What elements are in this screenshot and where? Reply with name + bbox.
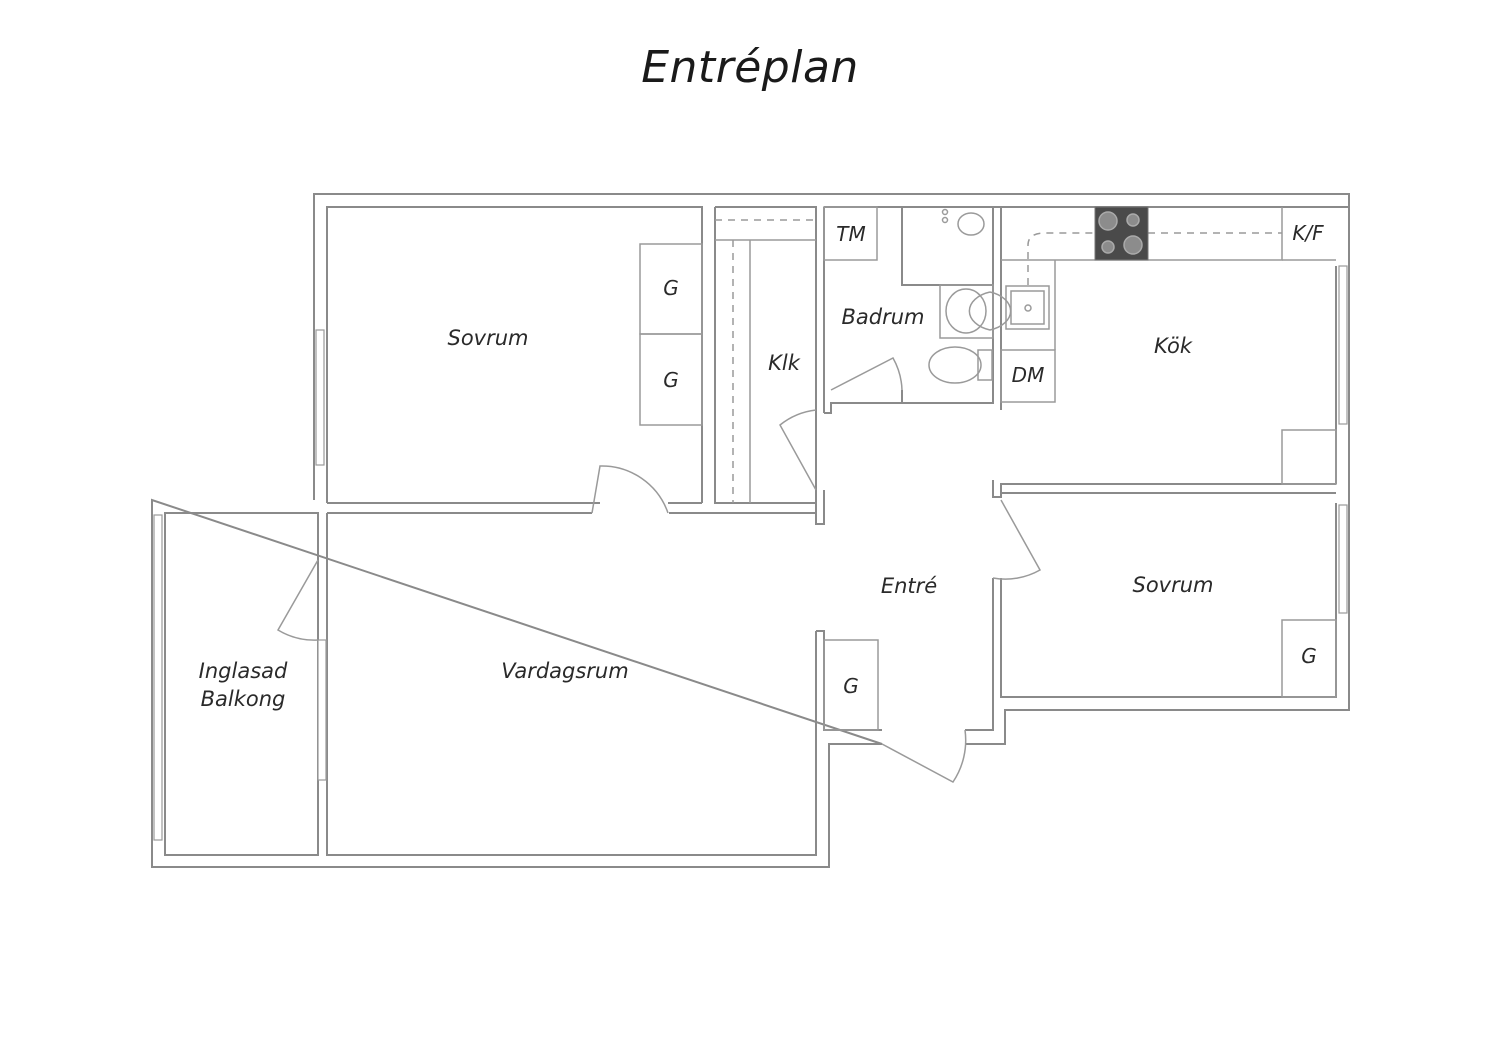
label-badrum: Badrum [841, 305, 924, 329]
label-wardrobe: G [663, 276, 679, 300]
interior-walls [327, 206, 1349, 731]
label-klk: Klk [768, 351, 801, 375]
plan-title: Entréplan [641, 42, 859, 93]
stove [1094, 206, 1149, 261]
label-kok: Kök [1154, 334, 1193, 358]
wardrobe-labels: G G G G [663, 276, 1317, 698]
outer-walls [151, 193, 1350, 868]
room-labels: Sovrum Vardagsrum Inglasad Balkong Klk B… [199, 221, 1325, 711]
label-tm: TM [836, 222, 865, 246]
label-balkong-line1: Inglasad [199, 659, 288, 683]
label-dm: DM [1012, 363, 1045, 387]
label-wardrobe: G [1301, 644, 1317, 668]
label-wardrobe: G [843, 674, 859, 698]
label-sovrum-1: Sovrum [447, 326, 528, 350]
doors [276, 357, 1042, 783]
fixtures [639, 206, 1337, 731]
label-kf: K/F [1292, 221, 1324, 245]
label-balkong-line2: Balkong [201, 687, 286, 711]
label-wardrobe: G [663, 368, 679, 392]
label-sovrum-2: Sovrum [1132, 573, 1213, 597]
windows [153, 265, 1348, 841]
label-entre: Entré [881, 574, 937, 598]
label-vardagsrum: Vardagsrum [501, 659, 628, 683]
